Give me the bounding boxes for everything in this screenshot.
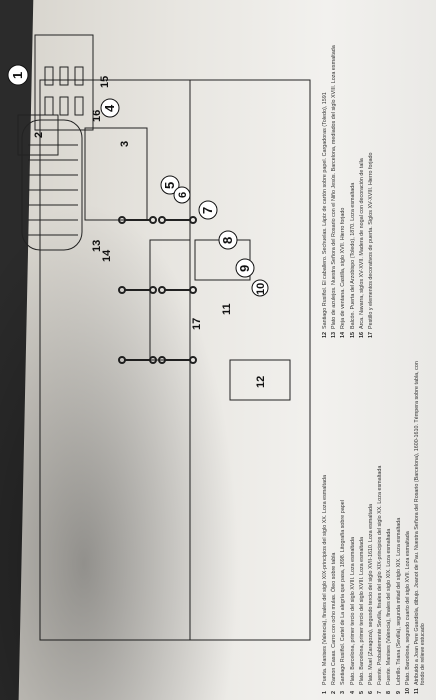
item-16-balcony (34, 34, 94, 131)
legend-entry-number: 15 (349, 332, 356, 338)
legend-entry-text: Lebrillo. Triana (Sevilla), segunda mita… (395, 517, 402, 685)
legend-entry-text: Fuente. Manises (Valencia), finales del … (386, 528, 393, 685)
legend-entry-number: 7 (377, 691, 384, 694)
legend-entry: 7 Fuente. Probablemente Sevilla, finales … (377, 360, 383, 694)
legend-entry-text: Reja de ventana. Castilla, siglo XVII. H… (340, 207, 347, 329)
legend-entry-number: 5 (358, 691, 365, 694)
legend-entry-text: Puerta. Manises (Valencia), finales del … (322, 475, 328, 685)
hand-shadow (0, 200, 240, 700)
callout-6: 6 (177, 192, 189, 198)
legend-entry-number: 2 (331, 691, 338, 694)
room-wall-diagram: 1 2 3 4 5 6 7 8 9 10 11 12 13 14 15 16 1… (7, 34, 311, 641)
item-3-frame (84, 127, 148, 221)
callout-9-circle (235, 258, 255, 278)
legend-entry-text: Arca. Navarra, siglos XV-XVII. Madera de… (358, 158, 365, 329)
legend-entry: 14 Reja de ventana. Castilla, siglo XVII.… (340, 4, 346, 338)
legend-entry-text: Plato. Barcelona, primer tercio del sigl… (349, 536, 356, 685)
legend-entry-number: 14 (340, 332, 347, 338)
grille-bars (28, 144, 78, 236)
legend-entry-number: 4 (349, 691, 356, 694)
legend-entry: 11 Atribuido a Joan Pere Guardiola, dibuj… (414, 360, 426, 694)
legend-entry-number: 1 (322, 691, 328, 694)
callout-5-circle (160, 175, 180, 195)
callout-13: 13 (91, 240, 103, 252)
legend-entry-text: Santiago Rusiñol. El caballero. Sechuela… (322, 92, 328, 329)
legend-entry-text: Plato de azulejos. Nuestra Señora del Ro… (331, 45, 338, 329)
legend-list: 1 Puerta. Manises (Valencia), finales del… (322, 4, 432, 694)
item-13-grille (21, 119, 83, 251)
callout-7-circle (198, 200, 218, 220)
callout-1-circle (7, 64, 29, 86)
callout-6-circle (173, 186, 191, 204)
legend-entry: 2 Ramon Casas. Carro con ocho mulas. Óleo… (331, 360, 337, 694)
legend-entry: 17 Pestillo y elementos decorativos de pu… (368, 4, 374, 338)
callout-4-circle (100, 98, 120, 118)
legend-entry-number: 16 (358, 332, 365, 338)
legend-entry-text: Pestillo y elementos decorativos de puer… (368, 152, 375, 329)
legend-entry-number: 9 (395, 691, 402, 694)
callout-8-circle (218, 230, 238, 250)
legend-entry-text: Fuente. Probablemente Sevilla, finales d… (377, 465, 384, 685)
item-12-frame (229, 359, 291, 401)
legend-entry: 8 Fuente. Manises (Valencia), finales del… (386, 360, 392, 694)
legend-entry: 6 Plato. Muel (Zaragoza), segundo tercio … (368, 360, 374, 694)
legend-entry: 3 Santiago Rusiñol. Cartel de La alegría … (340, 360, 346, 694)
item-2-panel (17, 114, 59, 156)
legend-entry-text: Plato. Barcelona, primer tercio del sigl… (358, 536, 365, 685)
legend-entry-number: 13 (331, 332, 338, 338)
legend-entry-text: Atribuido a Joan Pere Guardiola, dibujo.… (414, 361, 427, 685)
legend-entry: 15 Balcón. Puerta del Arzobispo (Toledo),… (350, 4, 356, 338)
legend-entry: 13 Plato de azulejos. Nuestra Señora del … (331, 4, 337, 338)
callout-17: 17 (191, 318, 203, 330)
legend-entry-text: Santiago Rusiñol. Cartel de La alegría q… (340, 500, 347, 685)
callout-14: 14 (101, 249, 113, 262)
callout-4: 4 (102, 104, 117, 112)
legend-entry-number: 8 (386, 691, 393, 694)
legend-entry-number: 6 (368, 691, 375, 694)
legend-entry-text: Ramon Casas. Carro con ocho mulas. Óleo … (331, 552, 338, 685)
legend-entry-text: Plato. Muel (Zaragoza), segundo tercio d… (368, 504, 375, 685)
callout-1: 1 (10, 72, 25, 79)
callout-8: 8 (220, 237, 235, 244)
callout-2: 2 (33, 132, 45, 138)
legend-entry: 1 Puerta. Manises (Valencia), finales del… (322, 360, 328, 694)
legend-entry-number: 12 (322, 332, 328, 338)
callout-11: 11 (221, 303, 233, 315)
callout-15: 15 (99, 76, 111, 88)
callout-16: 16 (91, 110, 103, 122)
legend-entry-number: 10 (404, 688, 411, 694)
legend-entry: 5 Plato. Barcelona, primer tercio del sig… (359, 360, 365, 694)
callout-3: 3 (119, 141, 131, 147)
wall-outline (39, 79, 311, 641)
legend-entry-number: 3 (340, 691, 347, 694)
legend-entry: 10 Plato. Barcelona, segundo cuarto del s… (405, 360, 411, 694)
legend-entry-text: Plato. Barcelona, segundo cuarto del sig… (404, 531, 411, 685)
legend-entry-text: Balcón. Puerta del Arzobispo (Toledo), 1… (349, 182, 356, 329)
callout-9: 9 (237, 265, 252, 272)
callout-5: 5 (162, 182, 177, 189)
legend-entry: 9 Lebrillo. Triana (Sevilla), segunda mit… (396, 360, 402, 694)
balcony-balusters (44, 66, 84, 116)
callout-10: 10 (255, 283, 267, 295)
legend-entry-number: 17 (368, 332, 375, 338)
callout-10-circle (251, 279, 269, 297)
legend-entry: 4 Plato. Barcelona, primer tercio del sig… (350, 360, 356, 694)
legend-entry: 12 Santiago Rusiñol. El caballero. Sechue… (322, 4, 328, 338)
callout-12: 12 (255, 376, 267, 388)
legend-entry-number: 11 (414, 688, 421, 694)
legend-entry: 16 Arca. Navarra, siglos XV-XVII. Madera … (359, 4, 365, 338)
item-17-hardware (118, 216, 197, 364)
callout-7: 7 (200, 207, 215, 214)
